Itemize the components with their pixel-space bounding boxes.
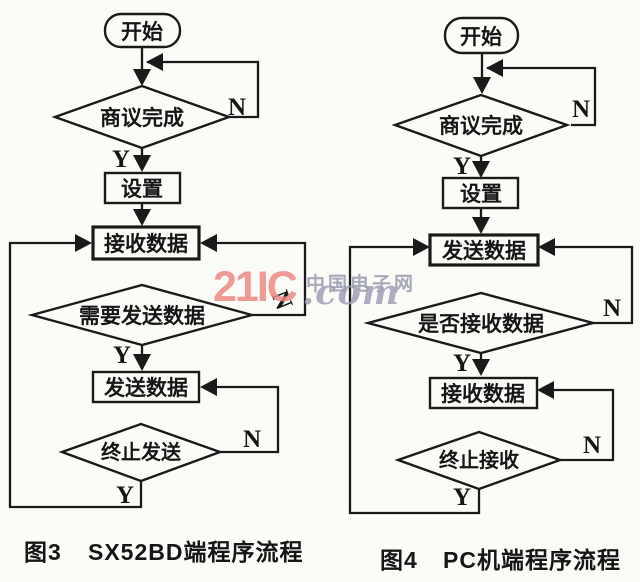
fig3-needsend-decision-label: 需要发送数据: [79, 304, 205, 328]
fig3-stopsend-decision-label: 终止发送: [101, 440, 182, 464]
fig4-branch-no-3: N: [583, 432, 601, 459]
fig4-receive-process-box: [428, 376, 539, 410]
fig3-arrowhead-down-decision1: [133, 69, 151, 86]
fig4-arrowhead-down-send: [472, 217, 490, 234]
fig3-caption-label: 图3: [24, 539, 62, 565]
fig4-stopreceive-decision-label: 终止接收: [439, 448, 519, 472]
fig4-arrowhead-left-send: [538, 238, 555, 256]
fig4-negotiate-decision-label: 商议完成: [439, 114, 523, 138]
fig4-send-process-box: [428, 233, 540, 267]
fig3-setup-label: 设置: [121, 178, 163, 201]
fig3-branch-yes-2: Y: [113, 342, 131, 369]
fig3-send-process-box: [91, 370, 201, 404]
fig3-arrowhead-down-send: [133, 354, 151, 371]
fig4-caption-text: PC机端程序流程: [443, 547, 621, 573]
fig4-arrowhead-left-negotiate-no: [486, 59, 503, 77]
fig4-arrowhead-right-send: [413, 238, 430, 256]
fig3-loop-stopsend-yes: [8, 241, 143, 509]
fig4-arrowhead-down-decision1: [473, 77, 491, 94]
fig4-negotiate-decision-diamond: [391, 93, 571, 158]
fig4-caption-label: 图4: [380, 547, 418, 573]
fig4-arrowhead-down-setup: [472, 161, 490, 178]
fig4-branch-yes-2: Y: [453, 350, 471, 377]
figure3-flowchart: 开始 商议完成 设置 接收数据 需要发送数据 发送数据 终止发送 N Y N Y…: [8, 12, 307, 565]
fig3-start-terminator: [103, 12, 182, 49]
fig3-receive-process-box: [91, 225, 201, 261]
fig3-arrowhead-down-receive: [133, 209, 151, 226]
fig4-start-label: 开始: [460, 25, 502, 49]
fig4-receiveq-decision-label: 是否接收数据: [418, 312, 544, 336]
fig4-branch-yes-3: Y: [453, 484, 471, 511]
fig3-arrowhead-down-setup: [133, 155, 151, 172]
fig4-branch-yes-1: Y: [453, 153, 471, 180]
fig3-branch-yes-3: Y: [116, 482, 134, 509]
fig4-receiveq-decision-diamond: [363, 291, 598, 355]
fig3-negotiate-decision-label: 商议完成: [100, 106, 184, 130]
fig4-setup-process-box: [441, 176, 520, 210]
fig3-branch-no-1: N: [228, 94, 246, 121]
fig3-setup-process-box: [103, 171, 182, 205]
fig3-caption-text: SX52BD端程序流程: [88, 539, 303, 565]
fig4-loop-stopreceive-yes: [348, 245, 481, 515]
fig4-start-terminator: [443, 16, 520, 55]
fig4-loop-stopreceive-no: [554, 388, 615, 462]
fig3-branch-no-2: N: [266, 287, 298, 314]
fig3-send-label: 发送数据: [103, 376, 188, 400]
fig3-branch-no-3: N: [243, 426, 261, 453]
fig3-needsend-decision-diamond: [27, 283, 257, 347]
fig4-loop-receiveq-no: [555, 245, 634, 325]
fig3-branch-yes-1: Y: [112, 146, 130, 173]
fig4-branch-no-1: N: [572, 96, 590, 123]
fig3-stopsend-decision-diamond: [58, 422, 224, 483]
fig4-loop-negotiate-no: [487, 66, 597, 127]
fig3-arrowhead-right-receive: [75, 234, 92, 252]
fig3-receive-label: 接收数据: [104, 232, 188, 256]
fig3-loop-stopsend-no: [217, 385, 280, 454]
fig4-setup-label: 设置: [460, 183, 502, 206]
fig4-receive-label: 接收数据: [441, 382, 525, 406]
fig4-arrowhead-left-receive: [537, 381, 554, 399]
fig4-branch-no-2: N: [603, 295, 621, 322]
fig3-start-label: 开始: [121, 20, 163, 44]
fig3-loop-needsend-no: [217, 241, 307, 317]
fig4-send-label: 发送数据: [441, 239, 526, 263]
fig4-stopreceive-decision-diamond: [394, 430, 564, 491]
fig3-loop-negotiate-no: [147, 60, 260, 119]
fig3-arrowhead-left-negotiate-no: [146, 53, 163, 71]
fig3-negotiate-decision-diamond: [51, 84, 233, 150]
fig3-arrowhead-left-receive: [200, 234, 217, 252]
fig4-arrowhead-down-receive: [472, 359, 490, 376]
figure4-flowchart: 开始 商议完成 设置 发送数据 是否接收数据 接收数据 终止接收 N Y N Y…: [348, 16, 634, 573]
fig3-arrowhead-left-send: [200, 378, 217, 396]
